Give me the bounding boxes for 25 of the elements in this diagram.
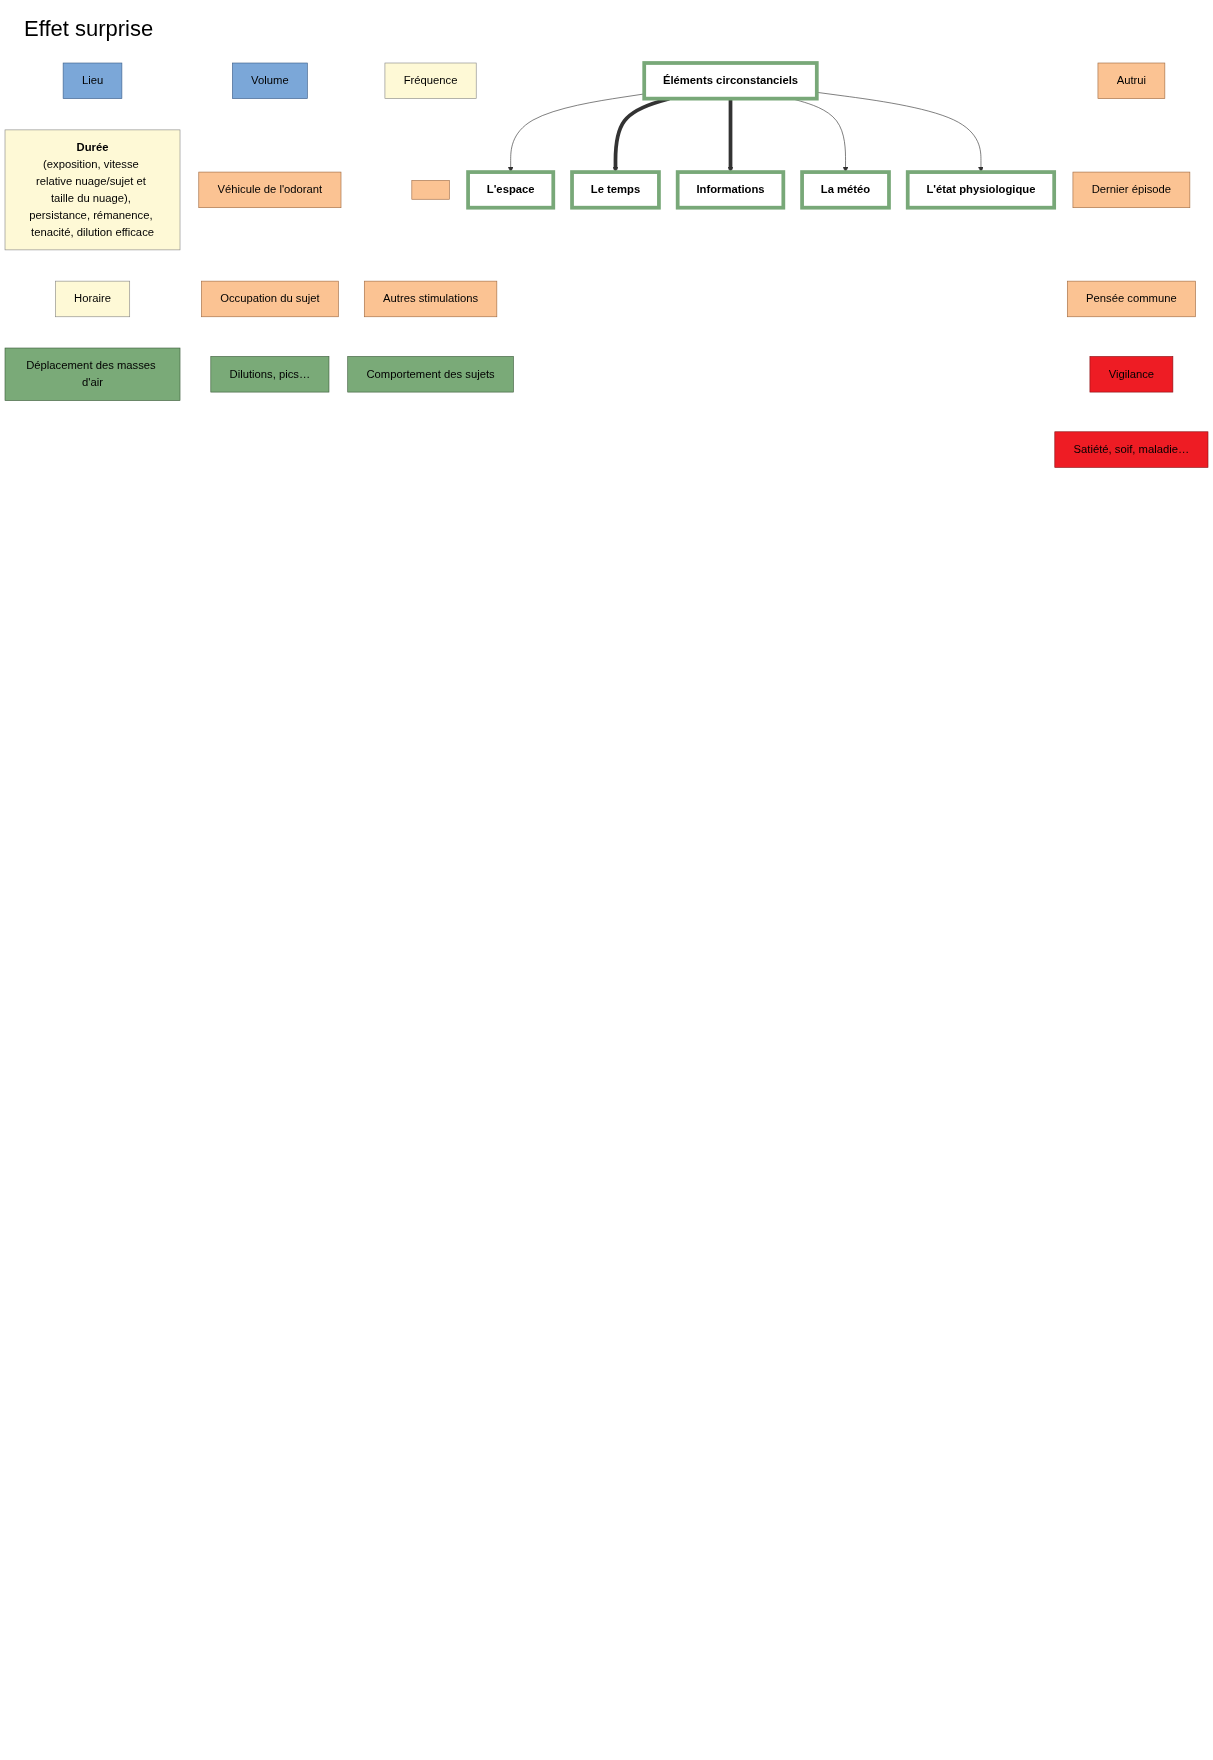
node-box: Vigilance	[1089, 356, 1174, 393]
node-box: Dilutions, pics…	[210, 356, 330, 393]
node-box: Lieu	[62, 62, 123, 99]
node-box: Véhicule de l'odorant	[198, 171, 342, 208]
node-box: Durée (exposition, vitesse relative nuage/sujet et taille du nuage), persistance, rémanence, tenacité, dilution efficace	[4, 129, 181, 251]
arrow	[727, 98, 734, 173]
node-box: Fréquence	[384, 62, 477, 99]
node-box: Déplacement des masses d'air	[4, 347, 181, 401]
node-box	[411, 180, 450, 200]
node-box: Éléments circonstanciels	[642, 61, 819, 101]
note-text: Effet surprise	[24, 16, 155, 42]
node-box: Pensée commune	[1067, 280, 1196, 318]
node-box: Informations	[675, 170, 786, 210]
node-box: Horaire	[55, 280, 131, 318]
node-box: Dernier épisode	[1072, 171, 1191, 208]
node-box: Autres stimulations	[363, 280, 498, 318]
node-box: Volume	[232, 62, 308, 99]
node-box: Occupation du sujet	[201, 280, 339, 318]
node-box: L'état physiologique	[905, 170, 1057, 210]
node-box: L'espace	[466, 170, 556, 210]
node-box: La météo	[800, 170, 891, 210]
node-box: Comportement des sujets	[347, 356, 514, 393]
node-box: Le temps	[570, 170, 661, 210]
node-box: Satiété, soif, maladie…	[1054, 431, 1209, 468]
node-box: Autrui	[1097, 62, 1166, 99]
